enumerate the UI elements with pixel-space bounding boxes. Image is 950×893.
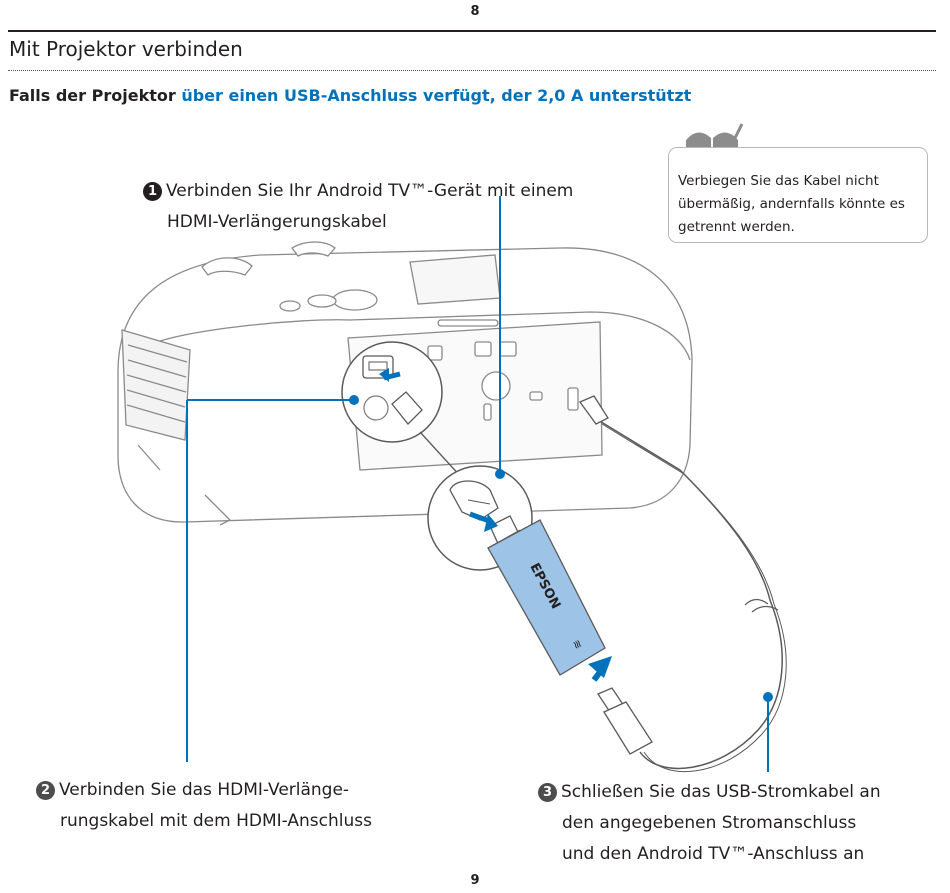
- android-tv-device: EPSON ≋: [487, 519, 606, 676]
- title-rule: [8, 30, 936, 32]
- step-3-line-3: und den Android TV™-Anschluss an: [562, 844, 865, 864]
- note-box: [668, 147, 928, 243]
- step-2-badge: 2: [36, 781, 55, 800]
- note-line-1: Verbiegen Sie das Kabel nicht: [678, 173, 879, 189]
- subheading-blue: über einen USB-Anschluss verfügt, der 2,…: [181, 86, 692, 105]
- step-1-line-2: HDMI-Verlängerungskabel: [167, 212, 387, 232]
- note-line-3: getrennt werden.: [678, 219, 795, 235]
- subheading: Falls der Projektor über einen USB-Ansch…: [9, 86, 691, 105]
- step-3-badge: 3: [538, 783, 557, 802]
- note-text: Verbiegen Sie das Kabel nicht übermäßig,…: [678, 170, 923, 239]
- subheading-black: Falls der Projektor: [9, 86, 176, 105]
- leader-lines: [186, 196, 773, 772]
- dotted-rule: [8, 70, 936, 71]
- note-line-2: übermäßig, andernfalls könnte es: [678, 196, 905, 212]
- step-1-line-1: Verbinden Sie Ihr Android TV™-Gerät mit …: [166, 181, 574, 201]
- step-3-line-1: Schließen Sie das USB-Stromkabel an: [561, 782, 881, 802]
- step-2-line-2: rungskabel mit dem HDMI-Anschluss: [60, 811, 373, 831]
- step-3-line-2: den angegebenen Stromanschluss: [562, 813, 857, 833]
- step-2-line-1: Verbinden Sie das HDMI-Verlänge-: [59, 780, 350, 800]
- hdmi-port-zoom: [341, 341, 443, 443]
- page-number-bottom: 9: [470, 873, 480, 888]
- step-1-badge: 1: [143, 182, 162, 201]
- section-title: Mit Projektor verbinden: [9, 37, 243, 61]
- usb-plug: [597, 687, 653, 755]
- page-number-top: 8: [470, 4, 480, 19]
